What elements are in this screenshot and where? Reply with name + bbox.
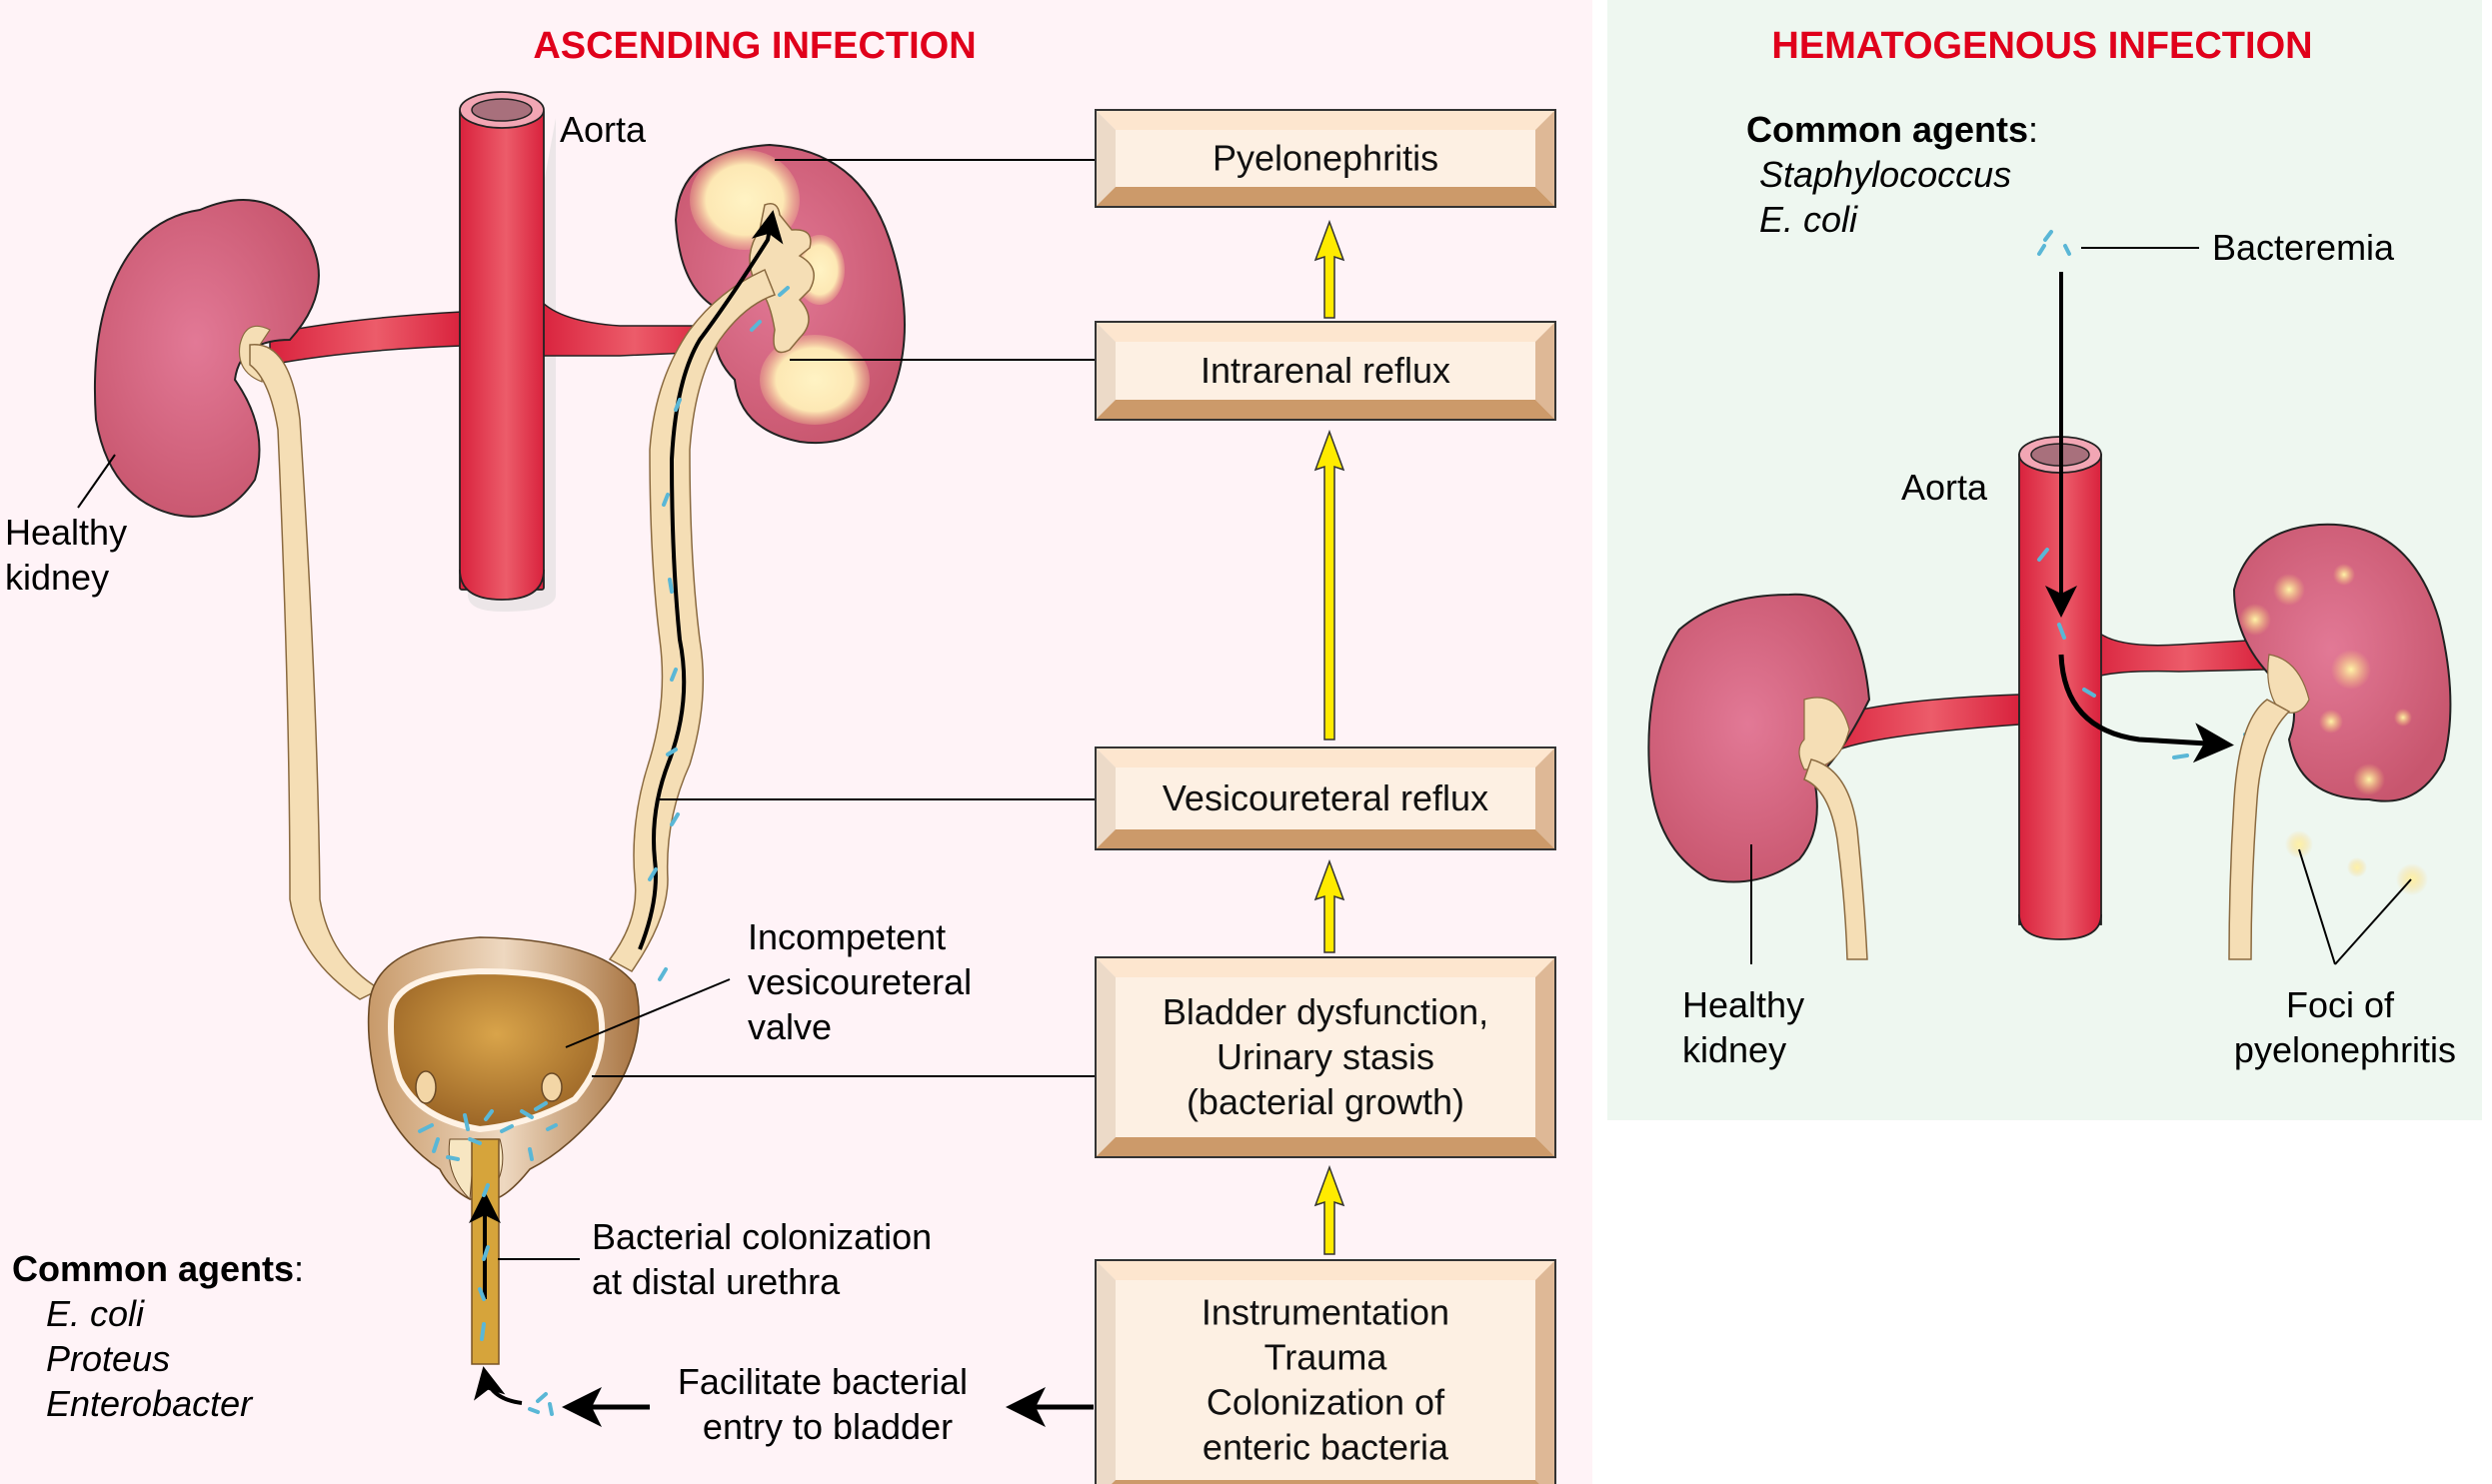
infected-kidney-hematogenous	[2232, 523, 2452, 895]
healthy-kidney-label-ascending: Healthy kidney	[5, 512, 137, 598]
flow-box-text: Bladder dysfunction,	[1163, 991, 1488, 1032]
flow-box-text: Vesicoureteral reflux	[1163, 777, 1488, 818]
flow-box-text: Colonization of	[1207, 1382, 1445, 1423]
aorta-label-ascending: Aorta	[560, 109, 647, 150]
incompetent-valve-label: Incompetent vesicoureteral valve	[748, 916, 982, 1047]
reflux-flow-arrow	[638, 210, 784, 950]
ureter-left	[249, 344, 382, 1000]
flow-box-text: Pyelonephritis	[1213, 138, 1438, 179]
aorta-label-hematogenous: Aorta	[1901, 467, 1988, 508]
flow-box: Pyelonephritis	[1095, 109, 1556, 208]
aorta-ascending	[269, 91, 713, 612]
flow-arrow-up	[1313, 1164, 1345, 1255]
bacteria-bacteremia	[2037, 230, 2071, 256]
colonization-label: Bacterial colonization at distal urethra	[592, 1216, 942, 1302]
flow-box: Intrarenal reflux	[1095, 321, 1556, 421]
healthy-kidney-label-hematogenous: Healthy kidney	[1682, 984, 1814, 1070]
ureter-left-hematogenous	[1803, 758, 1868, 960]
flow-box: Vesicoureteral reflux	[1095, 746, 1556, 850]
flow-box: Bladder dysfunction,Urinary stasis(bacte…	[1095, 956, 1556, 1158]
agent-list-ascending: E. coli Proteus Enterobacter	[46, 1293, 254, 1424]
bacteremia-flow-renal	[2058, 654, 2234, 763]
flow-arrow-up	[1313, 219, 1345, 319]
flow-box-text: Instrumentation	[1202, 1292, 1449, 1333]
hematogenous-title: HEMATOGENOUS INFECTION	[1771, 25, 2312, 67]
valve-leader	[565, 978, 731, 1048]
flow-box-text: Intrarenal reflux	[1201, 350, 1450, 391]
foci-leader	[2298, 848, 2412, 965]
ureter-right-hematogenous	[2228, 699, 2291, 960]
infected-kidney-ascending	[674, 143, 906, 444]
bacteria-cluster-entry	[528, 1392, 554, 1416]
flow-box-text: Trauma	[1264, 1337, 1388, 1378]
facilitate-label: Facilitate bacterial entry to bladder	[678, 1361, 978, 1447]
ascending-title: ASCENDING INFECTION	[533, 25, 976, 67]
flow-box-text: (bacterial growth)	[1187, 1081, 1464, 1122]
flow-arrow-up	[1313, 429, 1345, 741]
bladder	[367, 936, 640, 1201]
healthy-kidney-hematogenous	[1647, 593, 1871, 883]
bacteria-ascending	[418, 286, 790, 1341]
common-agents-hematogenous: Common agents:	[1746, 109, 2038, 150]
foci-label: Foci of pyelonephritis	[2234, 984, 2456, 1070]
ureter-right-reflux	[608, 268, 776, 972]
bacteremia-label: Bacteremia	[2212, 227, 2395, 268]
flow-box-text: Urinary stasis	[1217, 1036, 1434, 1077]
agent-list-hematogenous: Staphylococcus E. coli	[1759, 154, 2021, 240]
flow-box-text: enteric bacteria	[1203, 1427, 1449, 1468]
healthy-kidney-leader	[77, 454, 116, 509]
common-agents-ascending: Common agents:	[12, 1248, 304, 1289]
flow-arrow-up	[1313, 858, 1345, 953]
entry-flow-arrow	[474, 1366, 523, 1405]
